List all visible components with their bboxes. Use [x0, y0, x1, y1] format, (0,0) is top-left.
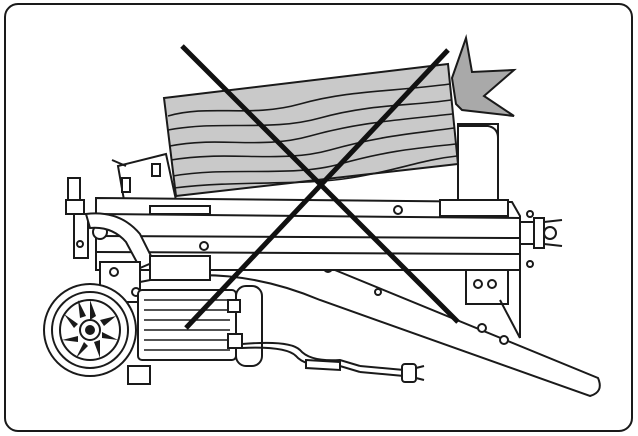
- power-plug-icon: [401, 363, 425, 383]
- end-clamp: [519, 217, 563, 249]
- log-icon: [162, 62, 460, 198]
- motor-icon: [137, 285, 263, 367]
- base-frame: [99, 255, 211, 385]
- wedge-holder: [111, 152, 178, 201]
- prohibition-cross-icon: [180, 44, 460, 330]
- impact-flash-icon: [450, 34, 517, 117]
- wheel-icon: [43, 283, 137, 377]
- power-cord: [241, 341, 405, 377]
